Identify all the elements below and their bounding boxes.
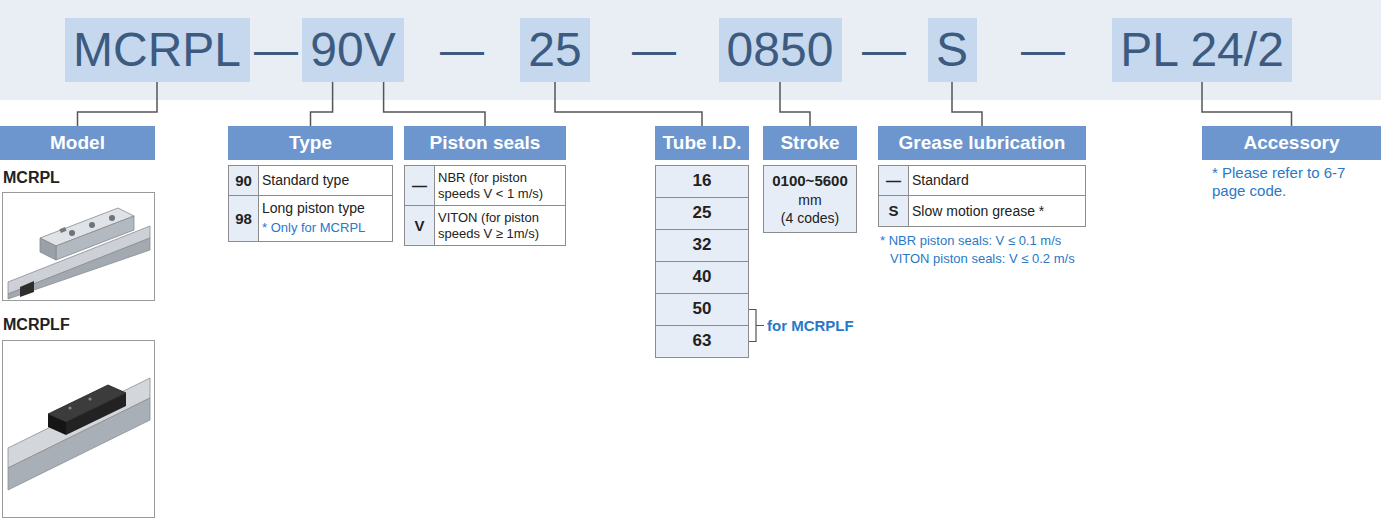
node-text: MCRPL <box>73 18 241 82</box>
node-text: 90V <box>310 18 395 82</box>
footnote: * Please refer to 6-7 page code. <box>1212 160 1377 204</box>
bracket-note: for MCRPLF <box>767 315 877 336</box>
table-cell: mm <box>763 191 857 210</box>
footnote: VITON piston seals: V ≤ 0.2 m/s <box>890 249 1095 268</box>
code-band <box>0 0 1381 100</box>
tree-connector <box>1202 82 1292 126</box>
table-cell: — <box>404 165 435 206</box>
table-cell: 90 <box>228 165 259 196</box>
node-text: Stroke <box>780 132 839 154</box>
node-text: S <box>936 18 968 82</box>
node-text: 0850 <box>727 18 834 82</box>
model-name: MCRPLF <box>3 314 153 336</box>
table-cell: 32 <box>655 229 749 262</box>
code-segment-box: S <box>928 18 977 82</box>
table-cell: 40 <box>655 261 749 294</box>
code-segment-box: PL 24/2 <box>1112 18 1292 82</box>
category-header: Piston seals <box>404 126 566 160</box>
footnote: * NBR piston seals: V ≤ 0.1 m/s <box>880 231 1095 250</box>
table-cell: — <box>878 165 909 196</box>
category-header: Model <box>0 126 155 160</box>
code-separator: — <box>436 18 488 82</box>
tree-connector <box>311 82 333 126</box>
category-header: Tube I.D. <box>655 126 749 160</box>
code-segment-box: 0850 <box>719 18 842 82</box>
code-segment-box: MCRPL <box>65 18 250 82</box>
code-separator: — <box>1017 18 1069 82</box>
mcrplf-illustration <box>3 341 155 518</box>
table-cell: Standard type <box>262 165 390 196</box>
node-text: Accessory <box>1243 132 1339 154</box>
tree-connector <box>952 82 982 126</box>
node-text: Type <box>289 132 332 154</box>
table-cell: Long piston type <box>262 198 390 218</box>
code-separator: — <box>858 18 910 82</box>
tree-connector <box>78 82 158 126</box>
code-separator: — <box>628 18 680 82</box>
node-text: PL 24/2 <box>1120 18 1284 82</box>
table-cell: (4 codes) <box>763 209 857 228</box>
category-header: Grease lubrication <box>878 126 1086 160</box>
model-name: MCRPL <box>3 167 153 189</box>
tree-connector <box>555 82 702 126</box>
table-cell: NBR (for piston speeds V < 1 m/s) <box>438 166 564 205</box>
node-text: Tube I.D. <box>663 132 742 154</box>
tree-connector <box>780 82 810 126</box>
node-text: Model <box>50 132 105 154</box>
table-cell: 63 <box>655 325 749 358</box>
table-cell: Slow motion grease * <box>912 195 1084 227</box>
tree-connector <box>384 82 485 126</box>
table-cell: 98 <box>228 195 259 242</box>
table-cell: V <box>404 205 435 246</box>
bracket <box>749 310 764 342</box>
code-separator: — <box>250 18 302 82</box>
code-segment-box: 25 <box>520 18 590 82</box>
table-cell: 0100~5600 <box>763 170 857 192</box>
table-cell: S <box>878 195 909 227</box>
table-cell: VITON (for piston speeds V ≥ 1m/s) <box>438 206 564 245</box>
node-text: 25 <box>528 18 581 82</box>
table-cell: 25 <box>655 197 749 230</box>
category-header: Type <box>228 126 393 160</box>
category-header: Accessory <box>1202 126 1381 160</box>
table-cell: Standard <box>912 165 1084 196</box>
mcrpl-illustration <box>3 193 155 301</box>
table-cell: 16 <box>655 165 749 198</box>
code-segment-box: 90V <box>302 18 404 82</box>
table-note: * Only for MCRPL <box>262 218 390 238</box>
category-header: Stroke <box>763 126 857 160</box>
node-text: Grease lubrication <box>899 132 1066 154</box>
node-text: Piston seals <box>430 132 541 154</box>
table-cell: 50 <box>655 293 749 326</box>
